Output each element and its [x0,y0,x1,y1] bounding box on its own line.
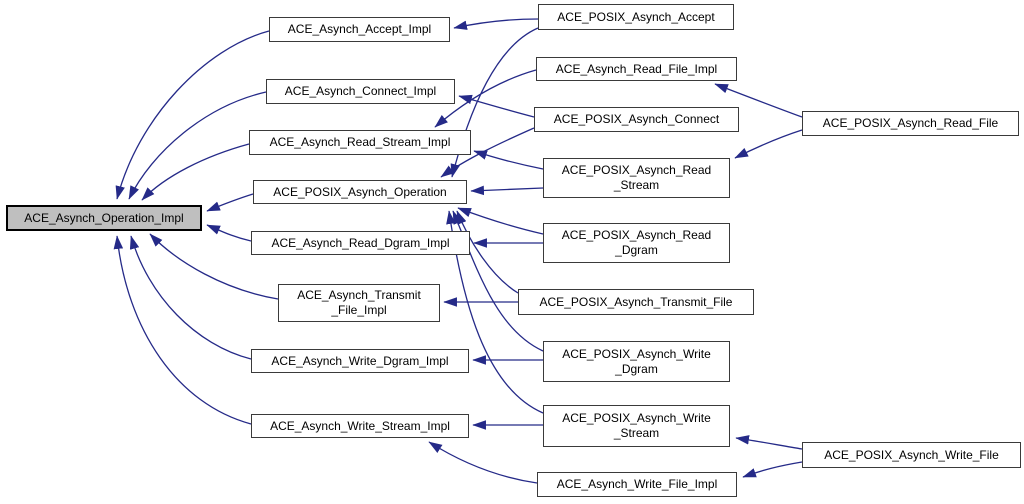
edge-transmit_file_impl-to-operation_impl [149,233,279,300]
edge-posix_accept-to-accept_impl [453,18,539,30]
edge-posix_read_stream-to-read_stream_impl [473,150,544,170]
edge-posix_operation-to-operation_impl [206,193,254,212]
edge-posix_write_file-to-posix_write_stream [735,435,803,450]
node-ace-asynch-read-file-impl[interactable]: ACE_Asynch_Read_File_Impl [536,57,737,81]
edge-read_stream_impl-to-operation_impl [141,143,250,201]
edge-posix_read_dgram-to-posix_operation [457,207,544,235]
edge-posix_write_file-to-write_file_impl [742,461,803,478]
node-ace-posix-asynch-write-stream[interactable]: ACE_POSIX_Asynch_Write _Stream [543,405,730,447]
node-ace-asynch-operation-impl: ACE_Asynch_Operation_Impl [6,205,202,231]
node-ace-posix-asynch-accept[interactable]: ACE_POSIX_Asynch_Accept [538,4,734,30]
node-ace-asynch-accept-impl[interactable]: ACE_Asynch_Accept_Impl [269,17,450,42]
edge-posix_connect-to-connect_impl [458,94,535,118]
edge-read_dgram_impl-to-operation_impl [206,224,252,242]
node-ace-asynch-transmit-file-impl[interactable]: ACE_Asynch_Transmit _File_Impl [278,284,440,322]
edge-write_stream_impl-to-operation_impl [113,235,252,425]
node-ace-asynch-read-dgram-impl[interactable]: ACE_Asynch_Read_Dgram_Impl [251,231,470,255]
node-ace-posix-asynch-read-stream[interactable]: ACE_POSIX_Asynch_Read _Stream [543,158,730,198]
node-ace-posix-asynch-operation[interactable]: ACE_POSIX_Asynch_Operation [253,180,467,204]
edge-posix_read_file-to-read_file_impl [714,83,803,118]
node-ace-asynch-write-file-impl[interactable]: ACE_Asynch_Write_File_Impl [537,472,737,497]
edge-connect_impl-to-operation_impl [128,91,267,200]
edge-write_dgram_impl-to-operation_impl [129,235,252,360]
node-ace-posix-asynch-read-file[interactable]: ACE_POSIX_Asynch_Read_File [802,111,1019,136]
node-ace-asynch-read-stream-impl[interactable]: ACE_Asynch_Read_Stream_Impl [249,130,471,155]
node-ace-posix-asynch-connect[interactable]: ACE_POSIX_Asynch_Connect [534,107,739,132]
node-ace-posix-asynch-transmit-file[interactable]: ACE_POSIX_Asynch_Transmit_File [518,289,754,315]
node-ace-asynch-write-stream-impl[interactable]: ACE_Asynch_Write_Stream_Impl [251,414,469,438]
edge-write_file_impl-to-write_stream_impl [428,441,538,484]
node-ace-asynch-write-dgram-impl[interactable]: ACE_Asynch_Write_Dgram_Impl [251,349,469,373]
edge-accept_impl-to-operation_impl [115,30,270,200]
node-ace-posix-asynch-read-dgram[interactable]: ACE_POSIX_Asynch_Read _Dgram [543,223,730,263]
node-ace-posix-asynch-write-file[interactable]: ACE_POSIX_Asynch_Write_File [802,442,1021,468]
node-ace-asynch-connect-impl[interactable]: ACE_Asynch_Connect_Impl [266,79,455,104]
edge-posix_read_stream-to-posix_operation [470,185,544,196]
node-ace-posix-asynch-write-dgram[interactable]: ACE_POSIX_Asynch_Write _Dgram [543,341,730,382]
edge-posix_read_file-to-posix_read_stream [734,129,803,159]
